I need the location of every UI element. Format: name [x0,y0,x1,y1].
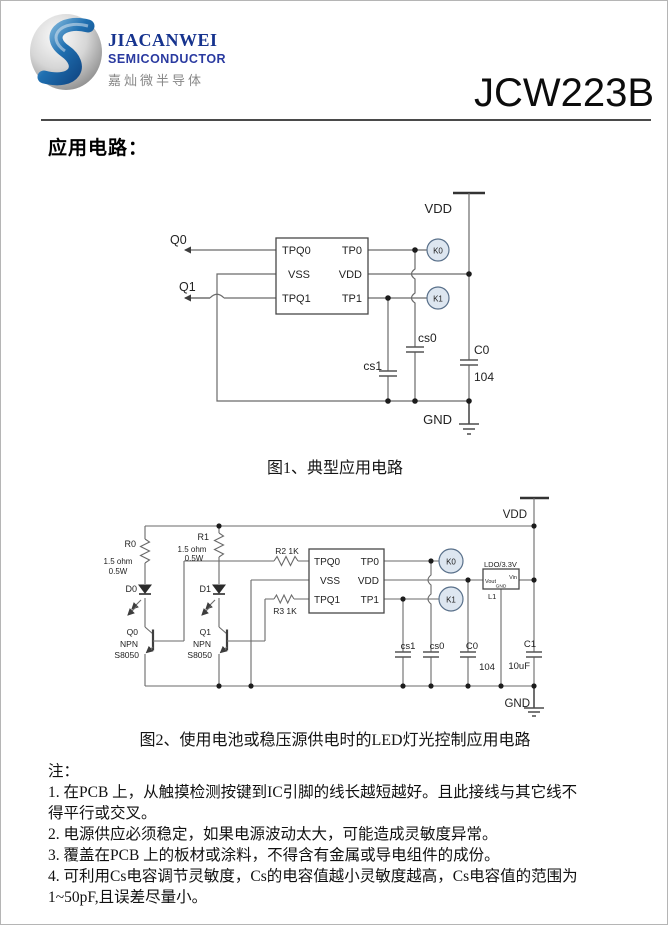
cap-c0-label: C0 [466,641,478,652]
capacitor-cs1 [379,370,397,377]
ldo-title: LDO/3.3V [484,560,517,569]
led-d0 [127,584,152,616]
resistor-r3-label: R3 1K [273,606,297,616]
capacitor-c0 [460,359,478,366]
ic-pin-tpq1: TPQ1 [314,595,341,606]
ldo-pin-vin: Vin [509,575,517,581]
ic-pin-tp1: TP1 [361,595,380,606]
brand-subtitle: SEMICONDUCTOR [108,52,227,66]
fig2-wires [139,496,549,687]
touch-key-k1 [426,286,450,310]
notes-block: 注： 1. 在PCB 上，从触摸检测按键到IC引脚的线长越短越好。且此接线与其它… [48,761,633,908]
capacitor-cs1 [395,651,411,658]
section-title: 应用电路： [48,138,149,159]
led-d0-label: D0 [125,584,137,594]
note-line: 3. 覆盖在PCB 上的板材或涂料，不得含有金属或导电组件的成份。 [48,847,500,864]
ldo-ref-label: L1 [488,592,496,601]
ic-pin-tpq0: TPQ0 [282,245,311,257]
cap-c0-label: C0 [474,343,490,357]
transistor-q0-label: Q0 [127,627,139,637]
part-number-title: JCW223B [473,71,654,115]
ground-symbol [524,686,544,717]
note-line: 得平行或交叉。 [48,805,157,822]
touch-key-k0-label: K0 [446,558,456,567]
ic-pin-vss: VSS [288,269,310,281]
ic-pin-tp0: TP0 [342,245,362,257]
brand-chinese-name: 嘉灿微半导体 [108,73,205,88]
capacitor-c0 [460,651,476,658]
resistor-r1-label: R1 [197,532,209,542]
resistor-r0-power: 0.5W [109,567,128,576]
junction-dots [385,247,472,404]
transistor-q1-part: S8050 [187,650,212,660]
led-d1 [201,584,226,616]
cap-cs0-label: cs0 [430,641,445,652]
logo-highlight [54,23,89,53]
brand-name: JIACANWEI [108,30,218,50]
net-q0-label: Q0 [170,233,187,247]
resistor-r1-value: 1.5 ohm [178,545,207,554]
cap-c1-label: C1 [524,639,536,650]
figure2-schematic: TPQ0 VSS TPQ1 TP0 VDD TP1 LDO/3.3V Vout … [104,496,549,717]
transistor-q0-part: S8050 [114,650,139,660]
net-gnd-label: GND [504,698,530,710]
ldo-regulator [482,568,520,590]
transistor-q1-type: NPN [193,639,211,649]
cap-cs1-label: cs1 [401,641,416,652]
ldo-pin-vout: Vout [485,579,496,585]
touch-key-k0-label: K0 [433,247,443,256]
ic-pin-tpq0: TPQ0 [314,557,341,568]
resistor-r0-label: R0 [124,539,136,549]
ic-pin-tpq1: TPQ1 [282,293,311,305]
figure2-caption: 图2、使用电池或稳压源供电时的LED灯光控制应用电路 [139,732,531,749]
notes-title: 注： [48,763,80,780]
led-d1-label: D1 [199,584,211,594]
ic-pin-vdd: VDD [339,269,362,281]
capacitor-cs0 [423,651,439,658]
note-line: 2. 电源供应必须稳定，如果电源波动太大，可能造成灵敏度异常。 [48,826,498,843]
cap-cs1-label: cs1 [363,359,382,373]
cap-c1-value: 10uF [508,661,530,672]
touch-key-k0 [426,238,450,262]
net-gnd-label: GND [423,412,452,427]
note-line: 4. 可利用Cs电容调节灵敏度，Cs的电容值越小灵敏度越高，Cs电容值的范围为 [48,868,578,885]
resistor-r0-value: 1.5 ohm [104,557,133,566]
company-logo [30,14,102,90]
ic-pin-tp1: TP1 [342,293,362,305]
ic-chip [308,548,385,614]
figure1-schematic: TPQ0 VSS TPQ1 TP0 VDD TP1 K0 K1 Q0 Q1 VD… [170,191,494,435]
transistor-q1-label: Q1 [200,627,212,637]
ground-symbol [459,401,479,435]
note-line: 1~50pF,且误差尽量小。 [48,889,208,906]
note-line: 1. 在PCB 上，从触摸检测按键到IC引脚的线长越短越好。且此接线与其它线不 [48,784,578,801]
resistor-r1-power: 0.5W [185,554,204,563]
cap-cs0-label: cs0 [418,331,437,345]
ic-chip [275,237,369,315]
net-vdd-label: VDD [425,201,452,216]
ic-pin-vdd: VDD [358,576,379,587]
ic-pin-tp0: TP0 [361,557,380,568]
resistor-r2-label: R2 1K [275,546,299,556]
header-divider [41,119,651,121]
ldo-pin-gnd: GND [496,584,507,590]
touch-key-k1-label: K1 [433,295,443,304]
touch-key-k1-label: K1 [446,596,456,605]
touch-key-k1 [438,586,464,612]
net-q1-label: Q1 [179,280,196,294]
figure1-caption: 图1、典型应用电路 [266,460,403,477]
ic-pin-vss: VSS [320,576,340,587]
capacitor-c1 [526,651,542,658]
capacitor-cs0 [406,346,424,353]
transistor-q0-type: NPN [120,639,138,649]
junction-dots [216,523,537,689]
cap-c0-value: 104 [474,370,494,384]
net-vdd-label: VDD [503,509,527,521]
cap-c0-value: 104 [479,662,495,673]
touch-key-k0 [438,548,464,574]
